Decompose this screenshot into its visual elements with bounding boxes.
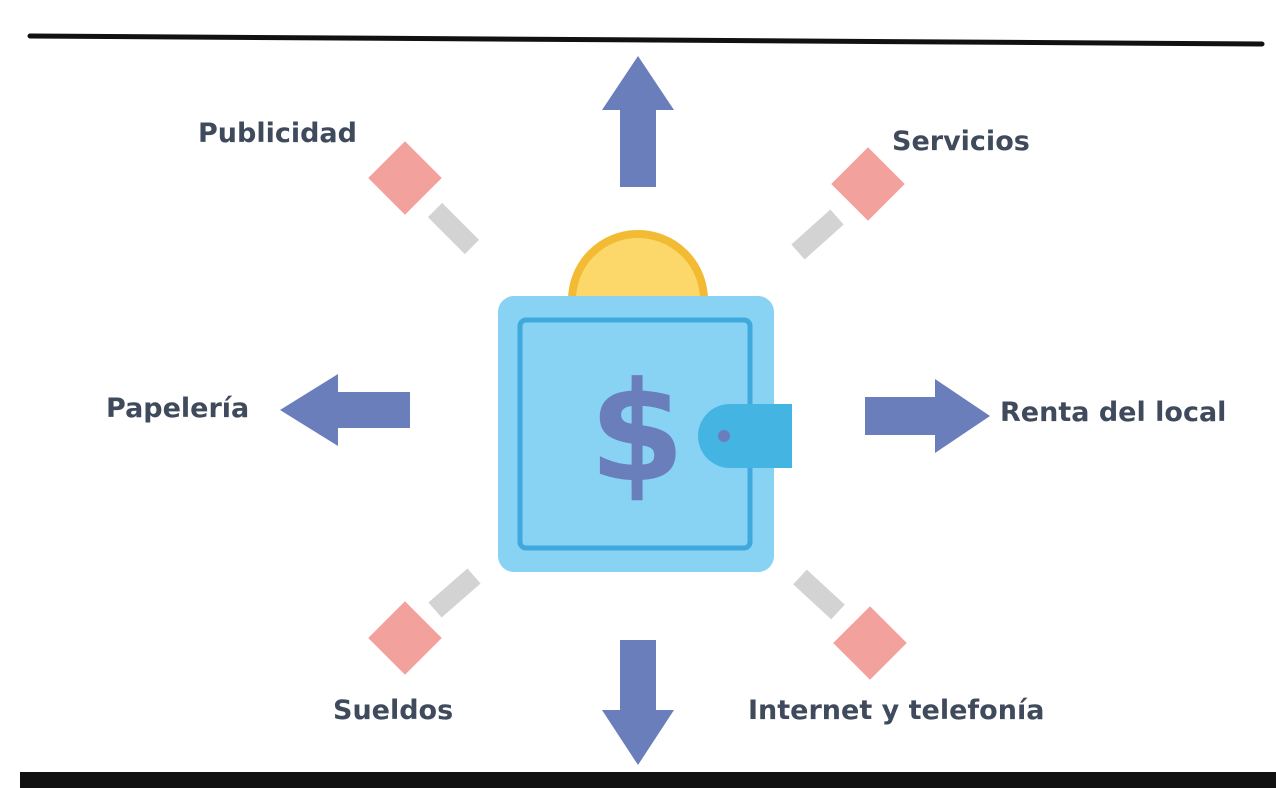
label-papeleria: Papelería [106,393,250,424]
wallet-body [498,296,774,572]
bottom-rule [20,772,1276,788]
arrow-icon-down [602,640,674,765]
connector-top-right [791,209,844,260]
wallet-clasp [698,404,792,468]
wallet-icon [498,296,792,572]
label-publicidad: Publicidad [198,118,357,149]
arrow-icon-left [280,374,410,446]
label-internet-y-telefonia: Internet y telefonía [748,695,1045,726]
diamond-icon-top-right [831,147,905,221]
connector-top-left [427,202,480,255]
arrow-icon-right [865,379,990,453]
arrow-icon-up [602,56,674,187]
dollar-sign: $ [589,352,685,513]
diamond-icon-bottom-left [368,601,442,675]
label-sueldos: Sueldos [333,695,454,726]
diamond-icon-bottom-right [833,606,907,680]
connector-bottom-left [428,568,481,618]
label-servicios: Servicios [892,126,1030,157]
connector-bottom-right [793,569,845,620]
top-rule [27,33,1265,47]
coin-icon [567,230,709,304]
diamond-icon-top-left [368,141,442,215]
label-renta-del-local: Renta del local [1000,397,1227,428]
wallet-clasp-button [718,430,730,442]
